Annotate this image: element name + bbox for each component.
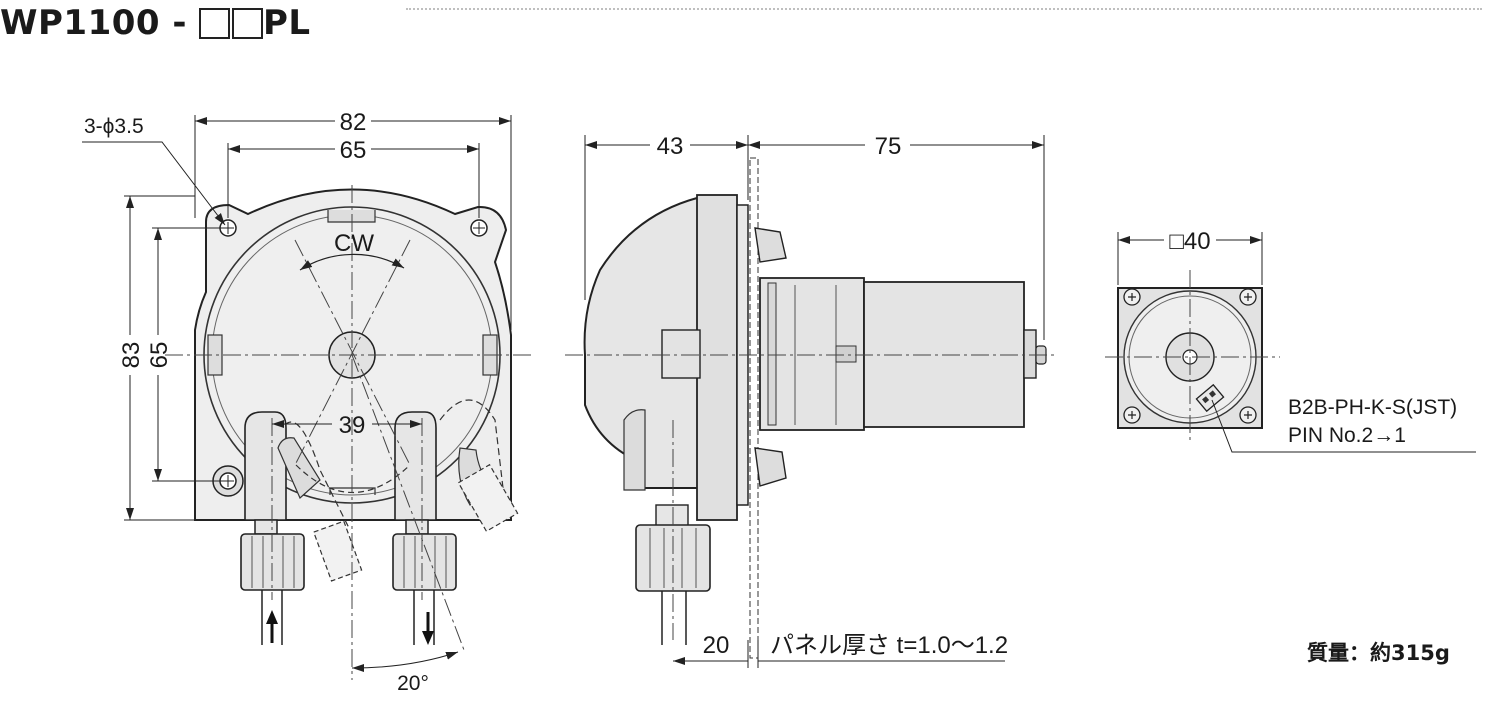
drawing-title: WP1100 - PL <box>0 0 311 46</box>
dim-panel-offset: 20 <box>703 632 730 659</box>
connector-model: B2B-PH-K-S(JST) <box>1288 396 1457 419</box>
flow-out-arrow-icon <box>422 612 434 645</box>
side-view: 43 75 20 パネル厚さ t=1.0～1.2 <box>565 133 1055 668</box>
hole-callout: 3-ϕ3.5 <box>84 115 144 138</box>
panel-thickness-label: パネル厚さ t=1.0～1.2 <box>770 632 1008 659</box>
rotation-label: CW <box>334 230 374 257</box>
flow-in-arrow-icon <box>266 610 278 643</box>
connector-pin: PIN No.2→1 <box>1288 424 1406 447</box>
title-blank-box-2 <box>232 7 263 39</box>
dim-motor-length: 75 <box>875 133 902 160</box>
mounting-hole-icon <box>212 219 488 497</box>
dim-height-65: 65 <box>146 342 173 369</box>
dim-width-65: 65 <box>340 137 367 164</box>
title-model: WP1100 - <box>0 3 187 43</box>
dim-width-82: 82 <box>340 109 367 136</box>
panel-outline <box>749 157 759 659</box>
dim-angle: 20° <box>397 672 429 695</box>
connector-icon <box>1195 383 1225 413</box>
dim-front-depth: 43 <box>657 133 684 160</box>
outlet-fitting <box>392 519 457 645</box>
front-view: CW 82 65 3-ϕ3.5 83 <box>82 109 535 695</box>
screw-icon <box>1123 288 1257 424</box>
dim-square-40: □40 <box>1169 228 1210 255</box>
dim-port-spacing: 39 <box>339 412 366 439</box>
title-blank-box-1 <box>199 7 230 39</box>
dim-height-83: 83 <box>118 342 145 369</box>
rear-view: □40 B2B-PH-K-S(JST) PIN No.2→1 <box>1105 228 1476 453</box>
mass-label: 質量：約315g <box>1307 641 1450 665</box>
title-rule <box>406 8 1482 10</box>
title-suffix: PL <box>263 3 311 43</box>
